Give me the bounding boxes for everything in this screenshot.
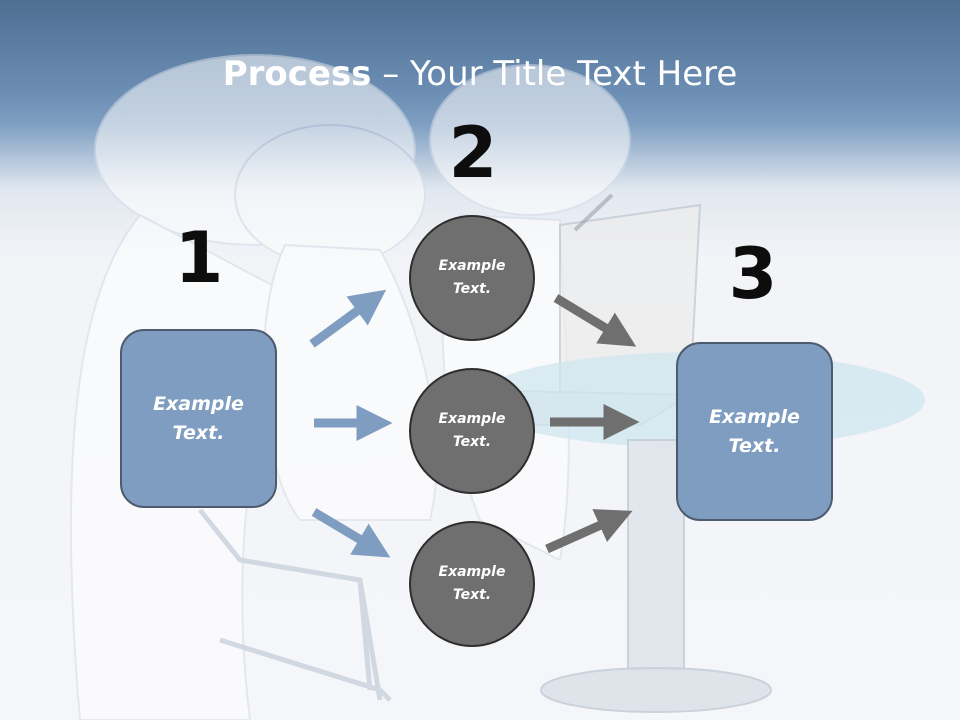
- title-rest: – Your Title Text Here: [371, 54, 738, 94]
- step-number-2: 2: [448, 112, 498, 194]
- step-1-box[interactable]: Example Text.: [120, 329, 277, 508]
- arrow-1-to-top: [309, 289, 387, 348]
- step-2-circle-middle[interactable]: Example Text.: [409, 368, 535, 494]
- step-3-box-text: Example Text.: [709, 405, 800, 457]
- arrow-bottom-to-3: [545, 509, 633, 554]
- circle-middle-text: Example Text.: [438, 411, 506, 450]
- step-2-circle-bottom[interactable]: Example Text.: [409, 521, 535, 647]
- step-number-3: 3: [728, 233, 778, 315]
- arrow-1-to-bottom: [311, 508, 391, 558]
- step-number-1: 1: [174, 217, 224, 299]
- circle-bottom-text: Example Text.: [438, 564, 506, 603]
- title-bold: Process: [222, 54, 372, 94]
- circle-top-text: Example Text.: [438, 258, 506, 297]
- step-2-circle-top[interactable]: Example Text.: [409, 215, 535, 341]
- step-3-box[interactable]: Example Text.: [676, 342, 833, 521]
- step-1-box-text: Example Text.: [153, 392, 244, 444]
- arrow-top-to-3: [553, 294, 637, 347]
- slide-title: Process – Your Title Text Here: [0, 52, 960, 96]
